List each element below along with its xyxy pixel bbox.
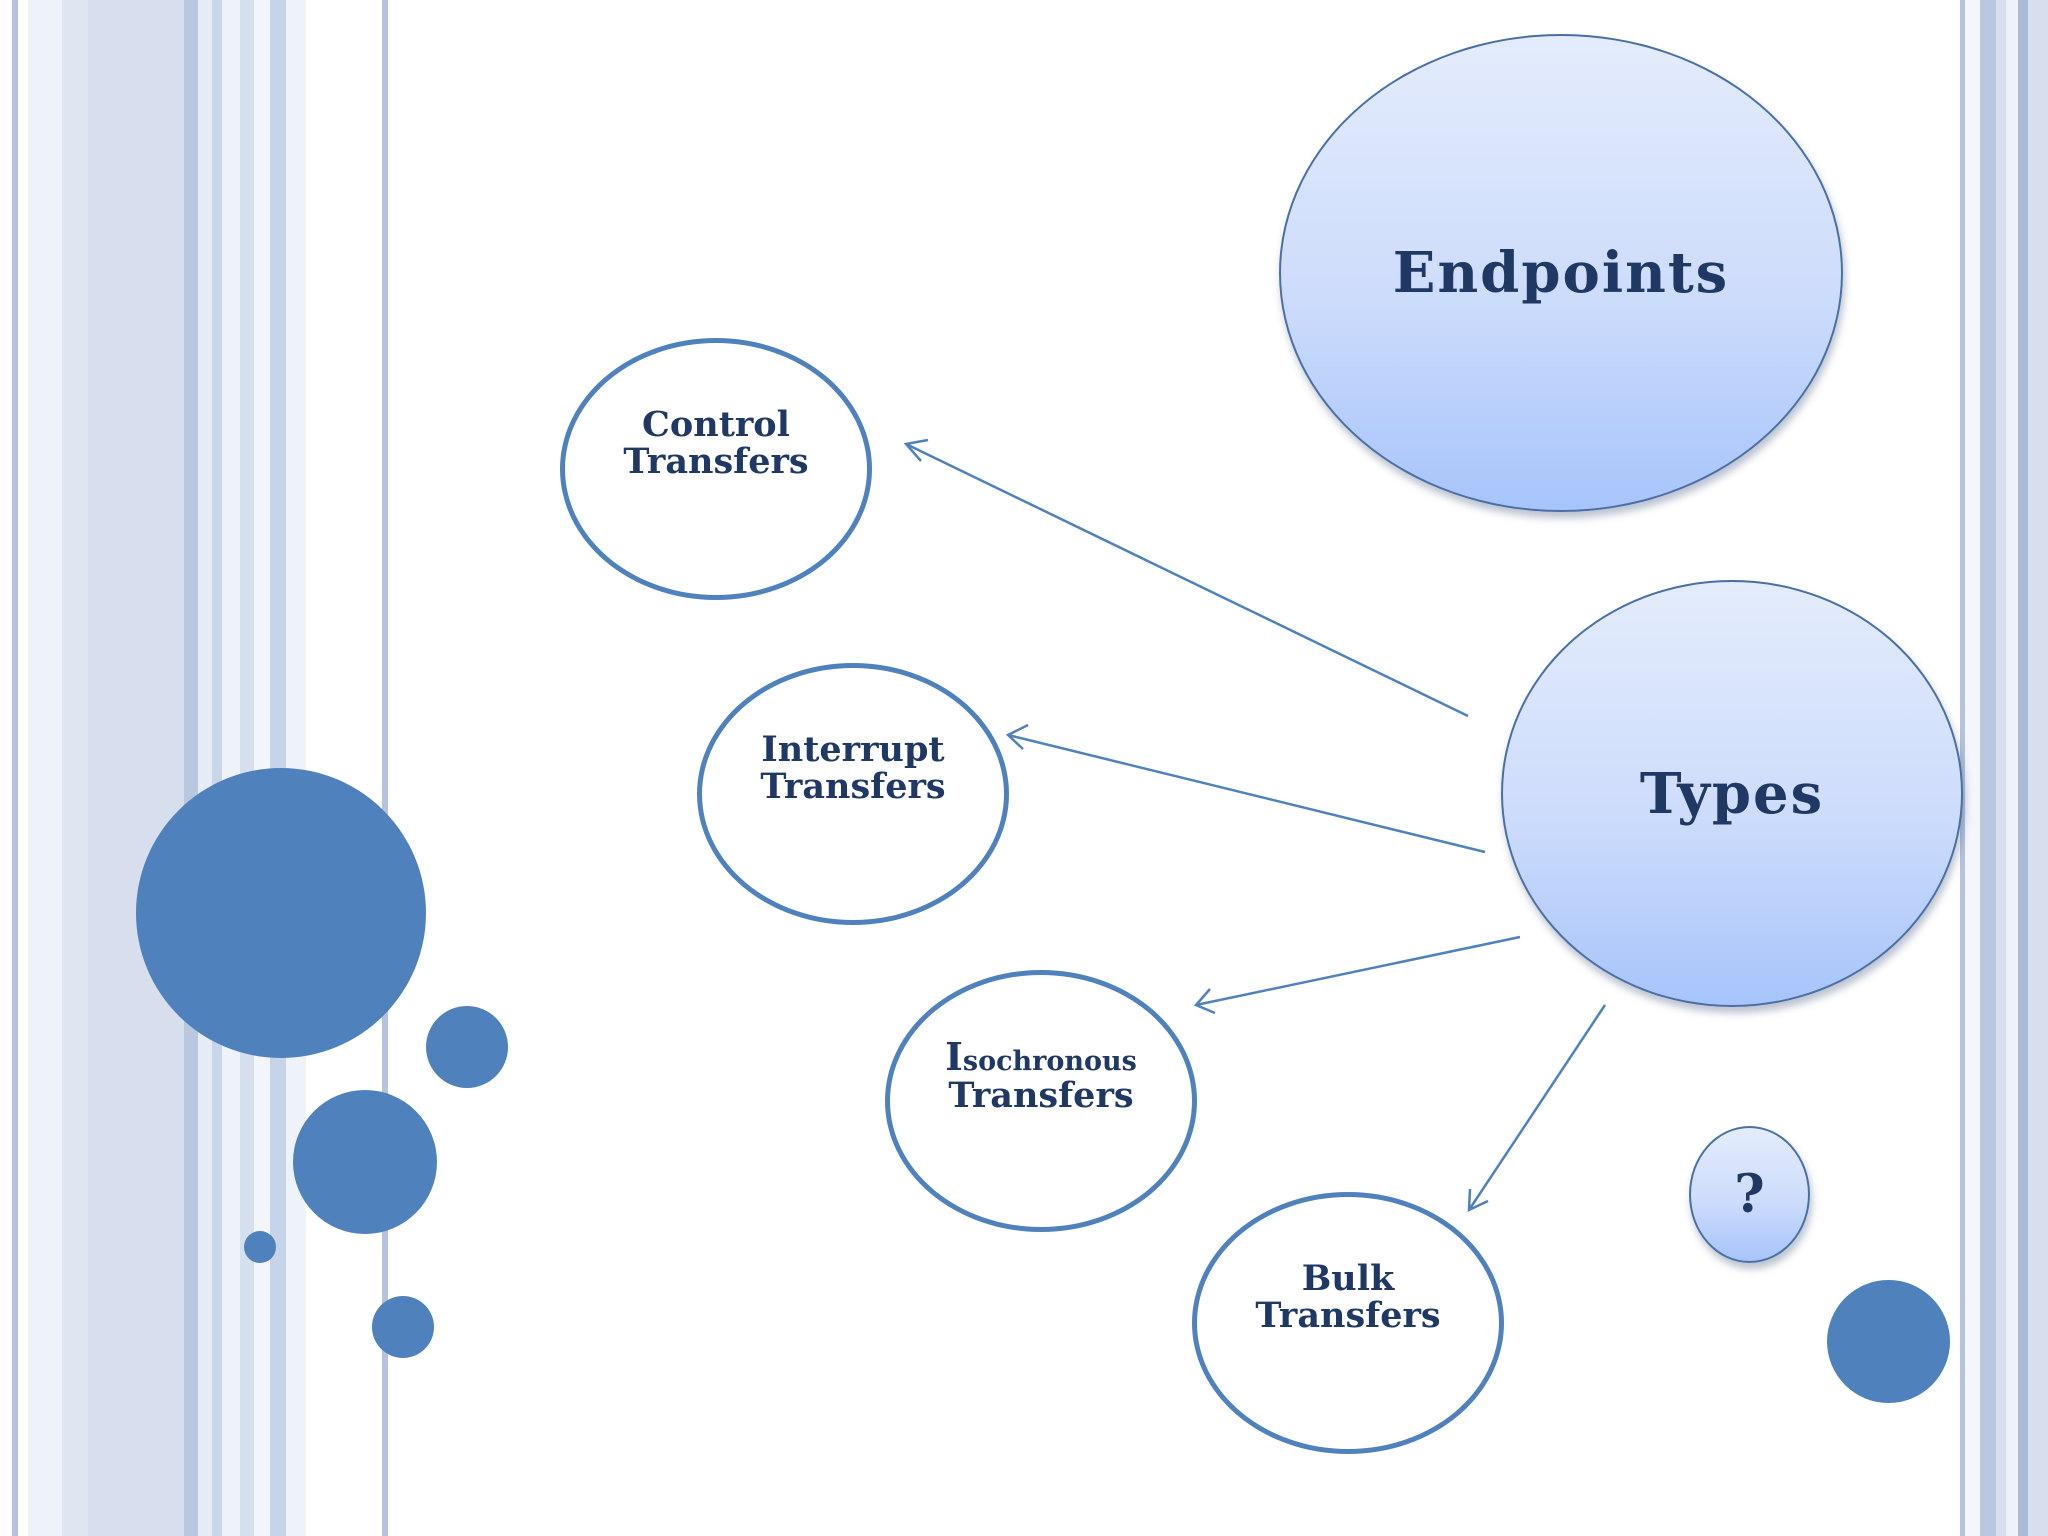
question-circle: ? <box>1689 1126 1810 1263</box>
endpoints-title: Endpoints <box>1392 240 1730 306</box>
isochronous-line1: Isochronous <box>945 1037 1137 1078</box>
types-circle: Types <box>1501 580 1963 1007</box>
isochronous-initial: I <box>945 1034 963 1080</box>
control-line1: Control <box>642 404 790 446</box>
decor-circle-right <box>1827 1280 1950 1403</box>
bulk-line2: Transfers <box>1255 1295 1441 1336</box>
arrow-to-control <box>903 438 1469 718</box>
arrow-to-bulk <box>1467 1004 1607 1213</box>
control-line2: Transfers <box>623 441 809 482</box>
decor-circle-medium <box>293 1090 437 1234</box>
types-label: Types <box>1639 760 1825 827</box>
bulk-line1: Bulk <box>1301 1258 1395 1300</box>
question-mark: ? <box>1734 1164 1765 1225</box>
bulk-transfers-node: Bulk Transfers <box>1192 1192 1504 1454</box>
arrow-to-interrupt <box>1005 723 1486 854</box>
interrupt-line2: Transfers <box>760 766 946 807</box>
interrupt-line1: Interrupt <box>761 729 945 771</box>
endpoints-circle: Endpoints <box>1279 34 1843 512</box>
decor-circle-large <box>136 768 426 1058</box>
control-transfers-node: Control Transfers <box>560 338 872 600</box>
isochronous-rest: sochronous <box>962 1046 1137 1078</box>
decor-circle-small-lower <box>372 1296 434 1358</box>
isochronous-transfers-node: Isochronous Transfers <box>885 970 1197 1232</box>
isochronous-line2: Transfers <box>948 1075 1134 1116</box>
arrow-to-isochronous <box>1193 935 1521 1015</box>
decor-circle-small <box>426 1006 508 1088</box>
interrupt-transfers-node: Interrupt Transfers <box>697 663 1009 925</box>
decor-circle-tiny <box>244 1231 276 1263</box>
